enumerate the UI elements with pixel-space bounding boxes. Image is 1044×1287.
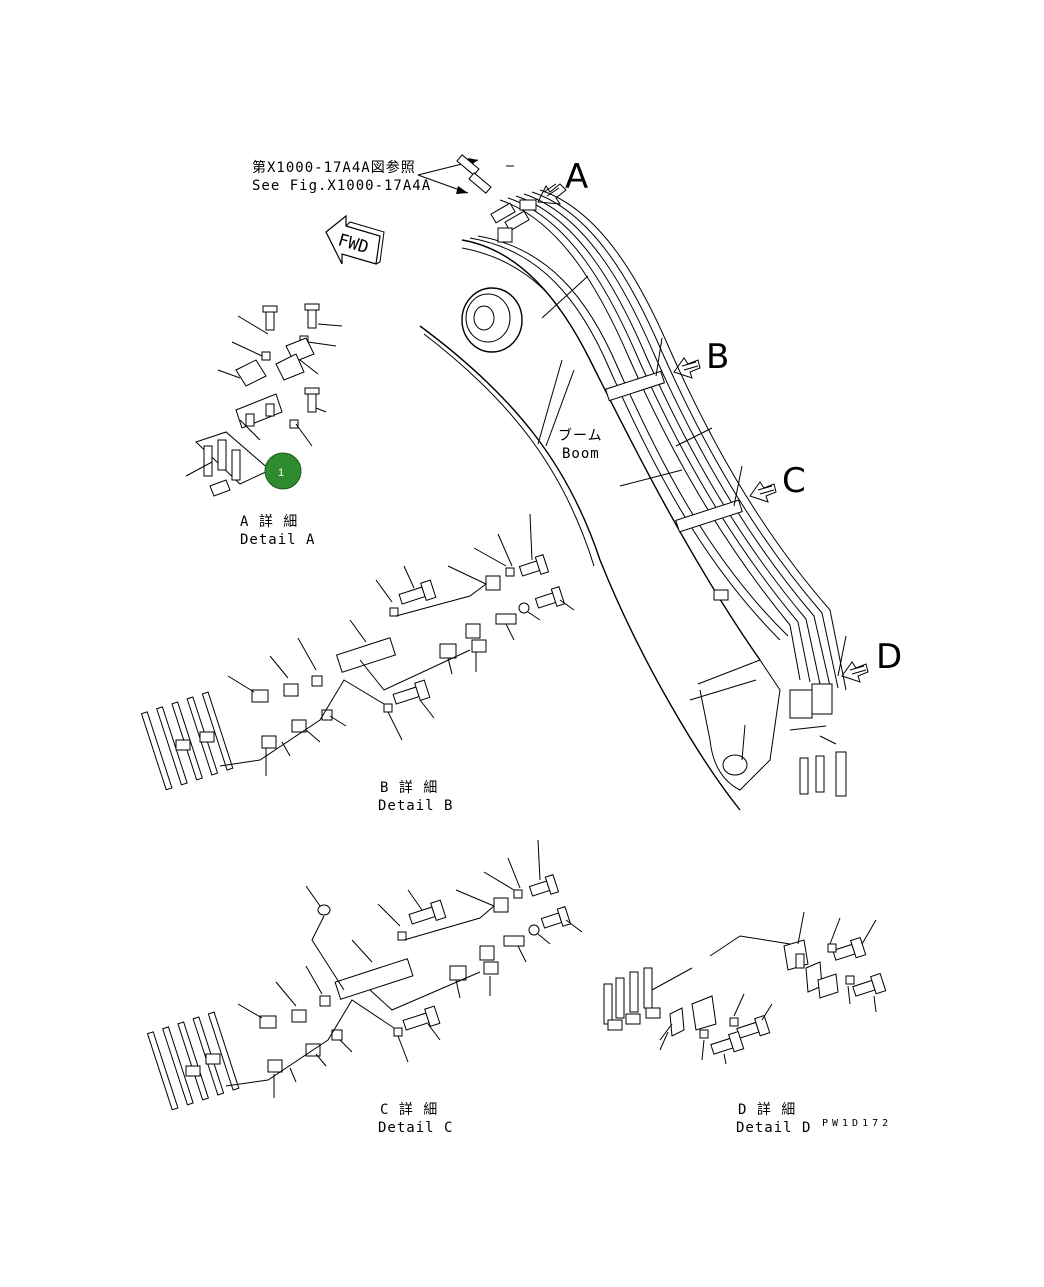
boom-body: ブーム Boom	[419, 239, 781, 811]
drawing-id: PW1D172	[822, 1118, 892, 1129]
detail-b-title-jp: B 詳 細	[380, 780, 438, 796]
detail-b-title-en: Detail B	[378, 798, 453, 814]
detail-d-drawing	[603, 911, 887, 1065]
section-marker-c: C	[749, 461, 806, 503]
fwd-arrow-icon: FWD	[325, 214, 385, 265]
hydraulic-lines	[456, 154, 847, 797]
detail-c-title-jp: C 詳 細	[380, 1102, 438, 1118]
section-marker-b: B	[673, 337, 729, 379]
section-marker-d: D	[841, 637, 902, 683]
clamp-b	[604, 370, 666, 402]
detail-a-drawing	[185, 303, 343, 497]
detail-b-drawing	[140, 513, 575, 791]
callout-circle[interactable]	[264, 452, 302, 490]
section-d-arrow-icon	[841, 661, 869, 683]
boom-label-en: Boom	[562, 446, 600, 462]
boom-foot-boss	[461, 287, 523, 353]
section-a-arrow-icon	[537, 183, 567, 205]
detail-a-title-jp: A 詳 細	[240, 514, 298, 530]
section-letter-c: C	[782, 461, 806, 501]
detail-d-title-en: Detail D	[736, 1120, 811, 1136]
section-c-arrow-icon	[749, 481, 777, 503]
reference-line-jp: 第X1000-17A4A図参照	[252, 159, 416, 176]
boom-label-jp: ブーム	[558, 427, 603, 444]
section-letter-d: D	[876, 637, 902, 677]
detail-d-title-jp: D 詳 細	[738, 1102, 796, 1118]
clamp-c	[675, 499, 743, 533]
detail-c-plate	[334, 958, 414, 1000]
detail-c-title-en: Detail C	[378, 1120, 453, 1136]
reference-line-en: See Fig.X1000-17A4A	[252, 178, 431, 194]
callout-marker-1[interactable]: 1	[264, 452, 302, 490]
callout-number[interactable]: 1	[278, 467, 284, 479]
detail-a-title-en: Detail A	[240, 532, 315, 548]
detail-c-drawing	[146, 839, 583, 1111]
section-letter-a: A	[565, 157, 588, 197]
section-letter-b: B	[706, 337, 729, 377]
section-marker-a: A	[537, 157, 588, 205]
detail-b-plate	[335, 637, 397, 673]
